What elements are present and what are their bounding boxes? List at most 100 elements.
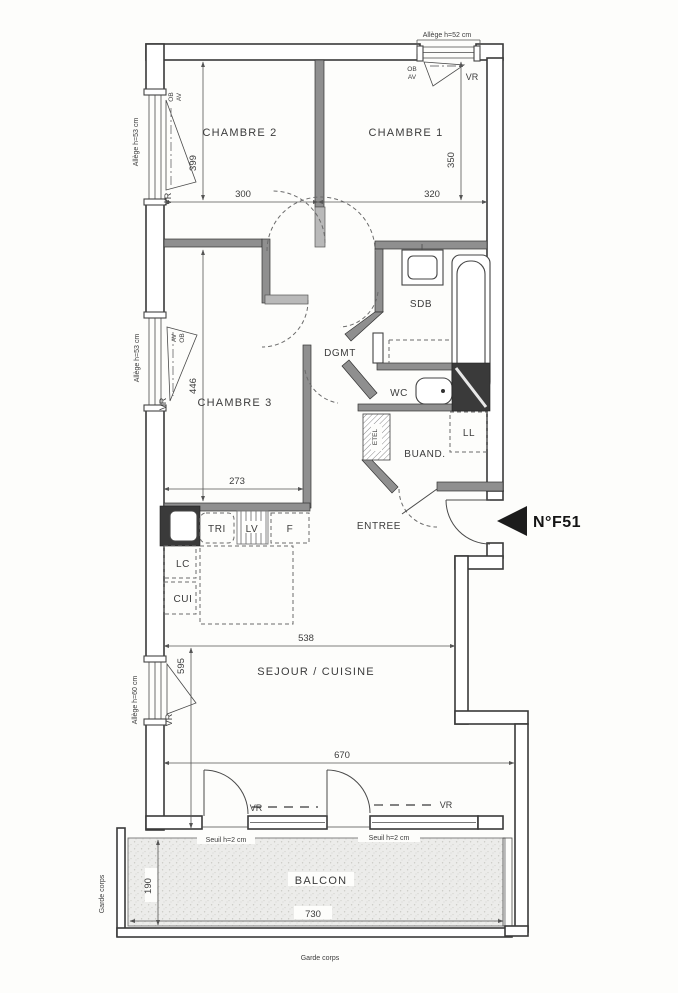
- note-av-w2: AV: [171, 333, 178, 342]
- wall-sdb-left: [374, 248, 384, 313]
- etel-label-bg: [371, 424, 382, 451]
- label-cui: CUI: [173, 594, 192, 605]
- washbasin-bowl: [407, 255, 438, 280]
- dim-399: 399: [188, 155, 199, 171]
- window3-cap-top: [143, 655, 167, 663]
- wall-chambre-divider: [314, 59, 325, 208]
- toilet-button: [441, 389, 445, 393]
- label-tri: TRI: [208, 524, 226, 535]
- window-left-2: [143, 311, 198, 412]
- dimension-lines: [129, 61, 515, 926]
- annotation-labels: Allège h=52 cm OB AV VR Allège h=53 cm O…: [99, 32, 479, 962]
- sdb-door-leaf: [372, 332, 384, 364]
- label-lv: LV: [246, 524, 259, 535]
- dim-300: 300: [235, 189, 251, 200]
- room-label-sdb: SDB: [410, 299, 432, 310]
- window-top-bracket: [416, 39, 481, 54]
- note-ob-w2: OB: [179, 333, 186, 342]
- wall-sejour-right: [454, 555, 469, 725]
- room-label-chambre2: CHAMBRE 2: [203, 127, 278, 139]
- note-vr-top: VR: [466, 72, 479, 82]
- dim-730: 730: [305, 909, 321, 920]
- dim-670: 670: [334, 750, 350, 761]
- duct-shaft-diagonal: [454, 367, 488, 408]
- kitchen-island-dashed: [199, 545, 294, 625]
- wall-chamfer-buand: [361, 456, 399, 494]
- window3-cap-bottom: [143, 718, 167, 726]
- window3-glazing: [148, 662, 162, 719]
- note-vr-w1: VR: [163, 192, 173, 205]
- room-label-wc: WC: [390, 388, 408, 399]
- bathroom-fixtures: [388, 244, 491, 412]
- note-garde-corps-left: Garde corps: [99, 874, 106, 913]
- door-arc-chambre3: [261, 299, 309, 348]
- note-allege53-1: Allège h=53 cm: [133, 118, 140, 167]
- bay-wall-2: [477, 815, 504, 830]
- entry-jamb-top: [486, 490, 504, 501]
- balcony-door2-arc: [326, 769, 371, 814]
- balcon-label-bg: [288, 872, 354, 886]
- exterior-walls: [145, 43, 529, 933]
- note-vr-w2: VR: [158, 397, 168, 410]
- wall-left-2: [145, 201, 165, 316]
- wall-top-left: [145, 43, 421, 61]
- room-label-buand: BUAND.: [404, 449, 445, 460]
- note-ob-top: OB: [407, 66, 416, 73]
- dim-320: 320: [424, 189, 440, 200]
- windows: [143, 39, 481, 726]
- door-swings: [261, 190, 491, 545]
- cui-box: [163, 581, 197, 615]
- entry-arrow-icon: [497, 506, 527, 536]
- window2-cap-top: [143, 311, 167, 319]
- dim-595: 595: [176, 658, 187, 674]
- note-allege52: Allège h=52 cm: [423, 32, 472, 39]
- dim-273: 273: [229, 476, 245, 487]
- window-top-glazing: [423, 46, 474, 59]
- wall-chambre1-bottom: [374, 240, 488, 250]
- equipment-labels: LL ETEL TRI LV F LC CUI: [173, 428, 474, 605]
- note-av-w1: AV: [176, 92, 183, 101]
- toilet: [415, 377, 453, 405]
- wall-right-lower: [514, 723, 529, 933]
- door-arc-sdb: [339, 291, 379, 328]
- label-lc: LC: [176, 559, 190, 570]
- dim-538: 538: [298, 633, 314, 644]
- unit-marker: N°F51: [497, 506, 581, 536]
- window-left-1: [143, 88, 197, 206]
- door-arc-dgmt: [266, 196, 376, 252]
- room-label-balcon: BALCON: [295, 875, 347, 887]
- window-top: [416, 39, 481, 87]
- wall-chamfer-wc: [341, 359, 378, 400]
- window3-sash-triangle: [166, 662, 197, 715]
- room-label-chambre1: CHAMBRE 1: [369, 127, 444, 139]
- corner-sink-bowl: [169, 510, 198, 542]
- note-vr-bay2: VR: [440, 800, 453, 810]
- door-arc-entry: [445, 499, 491, 545]
- window-top-cap-left: [416, 45, 424, 62]
- note-vr-bay1: VR: [250, 803, 263, 813]
- wall-bottom-right-cap: [504, 925, 529, 937]
- wall-chamfer-sdb: [344, 311, 384, 342]
- label-f: F: [287, 524, 294, 535]
- window-left-3: [143, 655, 197, 726]
- note-av-top: AV: [408, 74, 417, 81]
- guardrail-bottom: [116, 927, 513, 938]
- room-label-chambre3: CHAMBRE 3: [198, 397, 273, 409]
- wall-left-1: [145, 43, 165, 95]
- note-seuil-1: Seuil h=2 cm: [206, 837, 247, 844]
- kitchen: [159, 505, 310, 625]
- room-label-dgmt: DGMT: [324, 348, 356, 359]
- door-arc-chambre2: [272, 190, 326, 244]
- interior-walls: [163, 59, 504, 512]
- dim-190: 190: [143, 878, 154, 894]
- buand-equipment: [362, 411, 488, 461]
- bay-wall-1: [145, 815, 203, 830]
- lc-box: [163, 545, 197, 579]
- door-arc-wc: [304, 369, 339, 404]
- room-label-sejour: SEJOUR / CUISINE: [257, 666, 375, 678]
- window2-glazing: [148, 318, 162, 405]
- lv-label-bg: [243, 521, 262, 533]
- note-ob-w1: OB: [168, 92, 175, 101]
